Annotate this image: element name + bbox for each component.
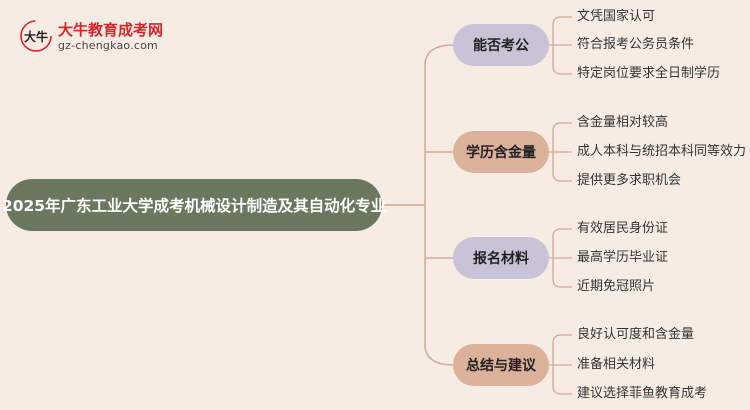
branch-label: 学历含金量 bbox=[466, 145, 536, 161]
leaf-item: 准备相关材料 bbox=[577, 357, 656, 372]
leaf-item: 特定岗位要求全日制学历 bbox=[577, 66, 721, 81]
root-topic-label: 2025年广东工业大学成考机械设计制造及其自动化专业 bbox=[1, 197, 387, 215]
logo-mark-text: 大牛 bbox=[24, 29, 48, 44]
leaf-item: 最高学历毕业证 bbox=[577, 250, 669, 265]
branch-can-take-civil-exam: 能否考公 bbox=[453, 24, 549, 66]
leaf-item: 提供更多求职机会 bbox=[577, 173, 682, 188]
root-topic: 2025年广东工业大学成考机械设计制造及其自动化专业 bbox=[2, 179, 386, 231]
logo-name: 大牛教育成考网 bbox=[58, 21, 164, 39]
branch-label: 报名材料 bbox=[473, 251, 529, 267]
leaf-item: 成人本科与统招本科同等效力 bbox=[577, 144, 747, 159]
branch-3-leaf-connectors bbox=[549, 228, 572, 288]
branch-summary-and-advice: 总结与建议 bbox=[453, 344, 549, 386]
leaf-item: 良好认可度和含金量 bbox=[577, 327, 695, 342]
branch-label: 总结与建议 bbox=[466, 358, 536, 374]
leaf-item: 近期免冠照片 bbox=[577, 279, 656, 294]
logo-mark-icon: 大牛 bbox=[20, 20, 52, 52]
leaf-item: 有效居民身份证 bbox=[577, 221, 669, 236]
branch-2-leaf-connectors bbox=[549, 122, 572, 182]
branch-4-leaf-connectors bbox=[549, 334, 572, 395]
branch-1-leaf-connectors bbox=[549, 16, 572, 75]
branch-application-materials: 报名材料 bbox=[453, 237, 549, 279]
leaf-item: 含金量相对较高 bbox=[577, 115, 669, 130]
leaf-item: 建议选择菲鱼教育成考 bbox=[577, 386, 708, 401]
main-spine bbox=[424, 44, 454, 366]
branch-label: 能否考公 bbox=[473, 38, 529, 54]
branch-degree-value: 学历含金量 bbox=[453, 131, 549, 173]
leaf-item: 文凭国家认可 bbox=[577, 9, 656, 24]
leaf-item: 符合报考公务员条件 bbox=[577, 37, 695, 52]
site-logo[interactable]: 大牛 大牛教育成考网 gz-chengkao.com bbox=[18, 18, 168, 58]
logo-url: gz-chengkao.com bbox=[58, 39, 158, 52]
